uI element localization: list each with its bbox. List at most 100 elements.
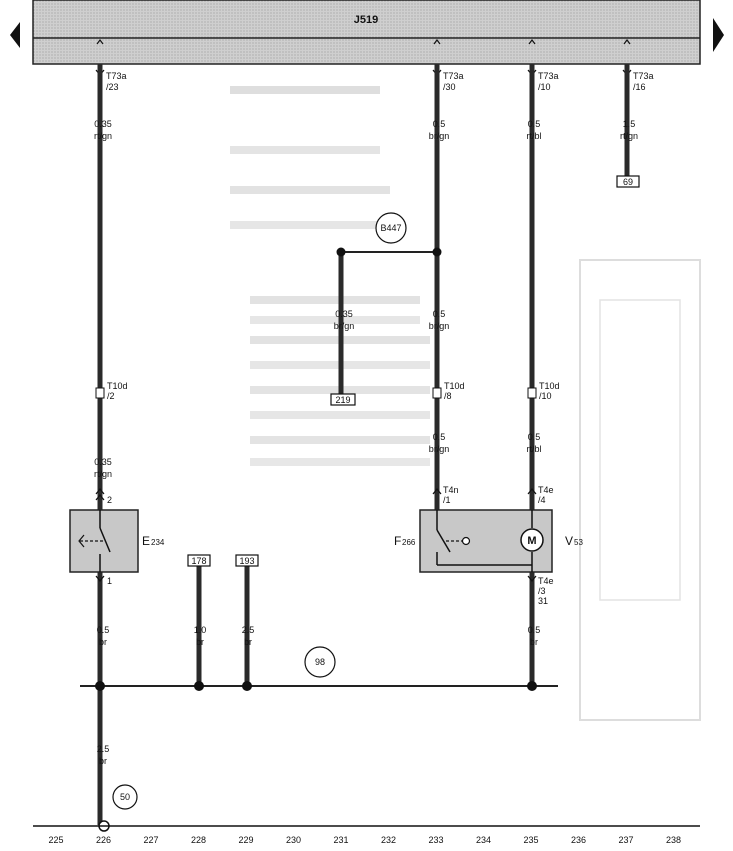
wire-size: 0.5 [528, 119, 541, 129]
motor-symbol: M [527, 535, 536, 547]
reference-box-69 [616, 175, 640, 188]
node-98 [304, 646, 336, 678]
connector-t73a-16-name: T73a [633, 71, 654, 81]
wire-size: 1.0 [194, 625, 207, 635]
ruler-number: 232 [381, 835, 396, 845]
component-v53-sub: 53 [574, 538, 583, 547]
node-label: B447 [380, 223, 401, 233]
wire-size: 0.5 [433, 309, 446, 319]
ruler-number: 228 [191, 835, 206, 845]
reference-label: 178 [191, 556, 206, 566]
wire-color: rt/bl [526, 444, 541, 454]
control-unit-j519: J519 [32, 0, 701, 65]
wire-color: rt/bl [526, 131, 541, 141]
junction-dot [336, 247, 346, 257]
wire-color: br/gn [429, 321, 450, 331]
node-label: 98 [315, 657, 325, 667]
junction-dot [432, 247, 442, 257]
ruler-number: 237 [618, 835, 633, 845]
wire-size: 0.35 [335, 309, 353, 319]
ruler-number: 238 [666, 835, 681, 845]
connector-t10d-8-pin: /8 [444, 391, 452, 401]
connector-t73a-23-name: T73a [106, 71, 127, 81]
connector-t10d-8-name: T10d [444, 381, 465, 391]
connector-t4n-1-pin: /1 [443, 495, 451, 505]
connector-t73a-23-pin: /23 [106, 82, 119, 92]
ruler-number: 227 [143, 835, 158, 845]
triangle-right-icon[interactable] [713, 18, 724, 52]
motor-icon [520, 528, 544, 552]
pin-number: 2 [107, 495, 112, 505]
connector-t4e-3-pin: /3 [538, 586, 546, 596]
junction-dot [95, 681, 105, 691]
wire-size: 0.5 [528, 432, 541, 442]
wire-size: 0.5 [433, 119, 446, 129]
ruler-number: 225 [48, 835, 63, 845]
connector-t73a-16-pin: /16 [633, 82, 646, 92]
connector-t4e-4-pin: /4 [538, 495, 546, 505]
unit-label: J519 [354, 14, 378, 26]
reference-box-219 [330, 393, 356, 406]
component-v53-name: V [565, 534, 573, 548]
wire-color: br [99, 637, 107, 647]
connector-t10d-icon [95, 387, 537, 399]
connector-t4e-4-name: T4e [538, 485, 554, 495]
connector-t10d-10-name: T10d [539, 381, 560, 391]
wire-color: br [244, 637, 252, 647]
node-b447 [375, 212, 407, 244]
pin-number: 31 [538, 596, 548, 606]
wire-color: rt/gn [94, 469, 112, 479]
ruler-number: 231 [333, 835, 348, 845]
connector-t73a-30-name: T73a [443, 71, 464, 81]
wire-size: 0.35 [94, 457, 112, 467]
wire-size: 0.5 [433, 432, 446, 442]
wire-size: 1.5 [623, 119, 636, 129]
wire-color: br [196, 637, 204, 647]
wire-color: br/gn [429, 444, 450, 454]
pin-number: 1 [107, 576, 112, 586]
ruler-number: 230 [286, 835, 301, 845]
component-f266-v53 [419, 509, 553, 573]
triangle-left-icon[interactable] [10, 22, 20, 48]
ruler-number: 233 [428, 835, 443, 845]
wire-size: 2.5 [242, 625, 255, 635]
wire-color: br/gn [429, 131, 450, 141]
connector-t73a-30-pin: /30 [443, 82, 456, 92]
reference-box-178 [187, 554, 211, 567]
wire-color: rt/gn [620, 131, 638, 141]
wire-color: br [530, 637, 538, 647]
component-f266-name: F [394, 534, 401, 548]
component-e234-name: E [142, 534, 150, 548]
connector-t4e-3-name: T4e [538, 576, 554, 586]
component-f266-sub: 266 [402, 538, 416, 547]
ruler-number: 235 [523, 835, 538, 845]
junction-dot [242, 681, 252, 691]
reference-label: 69 [623, 177, 633, 187]
ruler-number: 234 [476, 835, 491, 845]
component-e234-sub: 234 [151, 538, 165, 547]
pin-arrows [95, 488, 537, 582]
reference-label: 219 [335, 395, 350, 405]
ruler-number: 236 [571, 835, 586, 845]
ruler-number: 226 [96, 835, 111, 845]
wire-size: 0.35 [94, 119, 112, 129]
connector-t10d-2-name: T10d [107, 381, 128, 391]
node-50 [112, 784, 138, 810]
column-ruler: 225 226 227 228 229 230 231 232 233 234 235 236 237 2… [48, 835, 681, 845]
connector-t10d-2-pin: /2 [107, 391, 115, 401]
junction-dot [527, 681, 537, 691]
wire-size: 0.5 [97, 625, 110, 635]
component-e234 [69, 509, 139, 573]
connector-t10d-10-pin: /10 [539, 391, 552, 401]
connector-t73a-10-name: T73a [538, 71, 559, 81]
connector-t4n-1-name: T4n [443, 485, 459, 495]
junction-dot [194, 681, 204, 691]
reference-box-193 [235, 554, 259, 567]
reference-label: 193 [239, 556, 254, 566]
wire-color: rt/gn [94, 131, 112, 141]
ruler-number: 229 [238, 835, 253, 845]
wire-color: br [99, 756, 107, 766]
connector-t73a-10-pin: /10 [538, 82, 551, 92]
wire-size: 0.5 [528, 625, 541, 635]
